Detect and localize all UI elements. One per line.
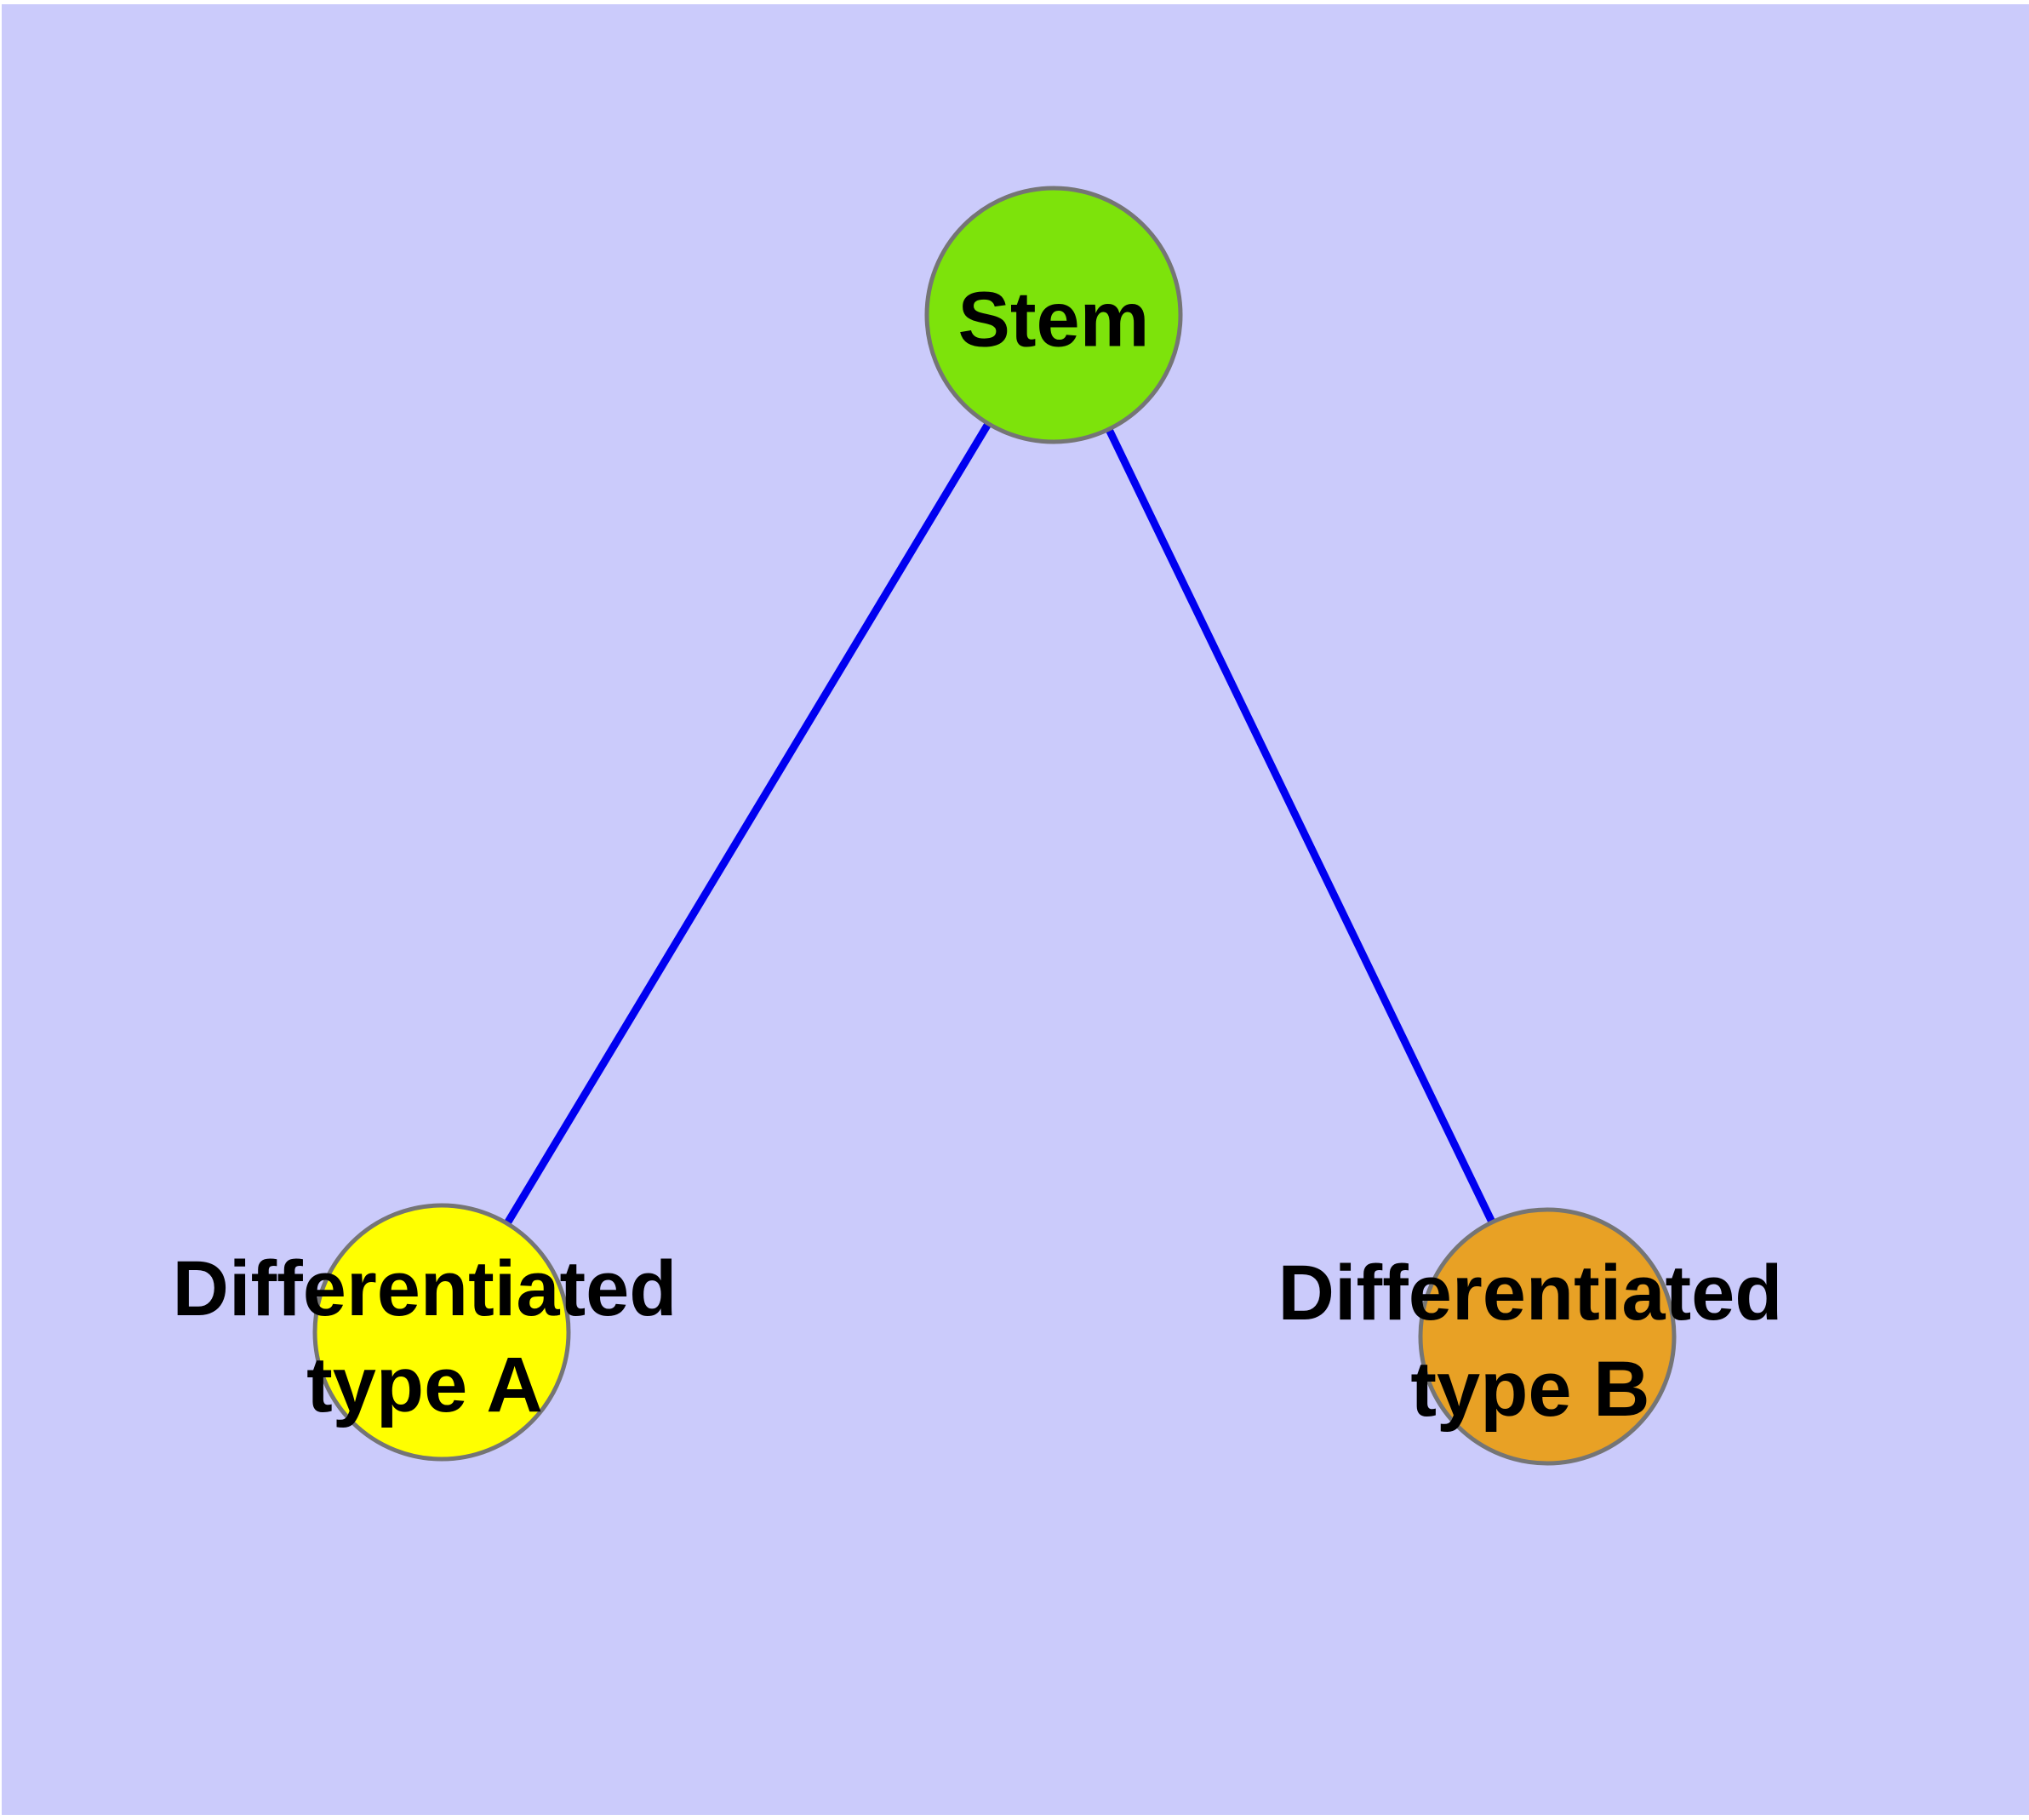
node-differentiated-type-a-label-line2: type A: [306, 1342, 543, 1428]
node-differentiated-type-a: [312, 1203, 571, 1462]
node-differentiated-type-b-label: Differentiated type B: [1278, 1245, 1783, 1438]
node-stem: [924, 186, 1183, 444]
node-differentiated-type-b-label-line2: type B: [1410, 1346, 1650, 1433]
edge-stem-to-type-a: [438, 312, 1057, 1335]
node-differentiated-type-b: [1418, 1207, 1677, 1466]
node-differentiated-type-b-label-line1: Differentiated: [1277, 1250, 1783, 1336]
node-differentiated-type-a-label: Differentiated type A: [173, 1241, 677, 1434]
node-stem-label-line1: Stem: [957, 276, 1150, 363]
edge-stem-to-type-b: [1049, 313, 1552, 1338]
node-differentiated-type-a-label-line1: Differentiated: [172, 1245, 677, 1332]
node-stem-label: Stem: [958, 272, 1150, 369]
